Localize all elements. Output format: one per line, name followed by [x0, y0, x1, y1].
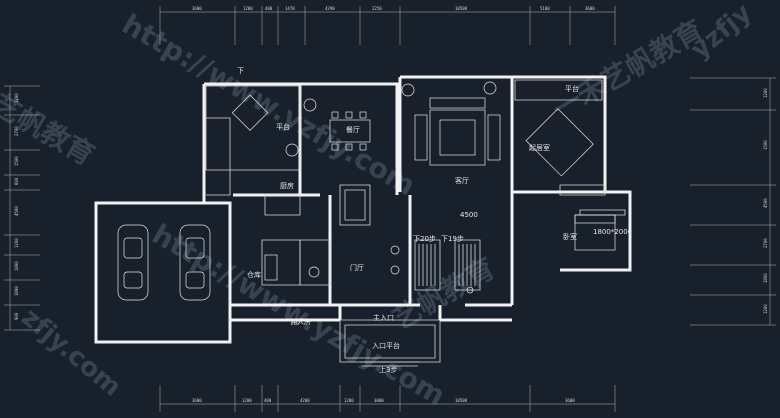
dim-bottom-6: 3000	[374, 398, 384, 403]
dim-top-1: 3600	[192, 6, 202, 11]
dim-bottom-5: 1200	[344, 398, 354, 403]
dim-left-4: 600	[14, 177, 19, 185]
watermark-frag-1: yzfjy	[685, 0, 757, 65]
dim-top-7: 10500	[455, 6, 468, 11]
thin-lines-layer	[205, 79, 626, 367]
dim-left-9: 900	[14, 312, 19, 320]
dim-right-5: 1800	[763, 273, 768, 283]
label-kitchen: 厨房	[280, 181, 294, 190]
dim-left-3: 1500	[14, 156, 19, 166]
dim-right-1: 1200	[763, 88, 768, 98]
dim-left-8: 1800	[14, 286, 19, 296]
label-bedroom: 卧室	[563, 232, 577, 241]
dimension-text-layer: 3600 1200 480 1470 4290 2250 10500 5100 …	[14, 6, 768, 403]
dim-top-8: 5100	[540, 6, 550, 11]
dimension-layer	[4, 6, 776, 412]
label-foyer: 门厅	[350, 263, 364, 272]
label-stair-down-19: 下19步	[441, 235, 464, 243]
label-entrance-terrace: 入口平台	[372, 341, 400, 350]
label-master-bedroom: 起居室	[529, 143, 550, 152]
watermark-url-1: http://www.yzfjy.com	[117, 7, 421, 202]
dim-bottom-1: 3600	[192, 398, 202, 403]
note-bed-size: 1800*2000	[593, 228, 632, 236]
label-worker-room: 佣人房	[290, 317, 311, 326]
label-terrace-right: 平台	[565, 84, 579, 93]
label-main-entrance: 主入口	[373, 313, 394, 322]
dim-bottom-7: 10500	[455, 398, 468, 403]
watermark-brand-1: 一禾艺帆教育	[547, 13, 709, 126]
label-living: 客厅	[455, 176, 469, 185]
furniture-layer	[117, 81, 616, 301]
dim-left-5: 4500	[14, 206, 19, 216]
dim-bottom-3: 480	[264, 398, 272, 403]
watermark-brand-3: 艺帆教育	[387, 251, 501, 336]
watermark-frag-2: zfjy.com	[16, 302, 127, 402]
dim-right-3: 4500	[763, 198, 768, 208]
dim-right-2: 1500	[763, 140, 768, 150]
dim-left-1: 1200	[14, 93, 19, 103]
dim-bottom-4: 4200	[300, 398, 310, 403]
label-storage: 仓库	[247, 270, 261, 279]
dim-left-6: 1200	[14, 238, 19, 248]
room-labels: 平台 餐厅 客厅 平台 起居室 厨房 仓库 门厅 佣人房 主入口 入口平台 卧室…	[237, 67, 632, 374]
label-stair-down-20: 下20步	[413, 235, 436, 243]
label-dining: 餐厅	[346, 125, 360, 134]
dim-right-6: 1200	[763, 304, 768, 314]
dim-top-6: 2250	[372, 6, 382, 11]
dim-left-2: 2700	[14, 126, 19, 136]
label-terrace-left: 平台	[276, 122, 290, 131]
dim-top-9: 3600	[585, 6, 595, 11]
dim-top-3: 480	[265, 6, 273, 11]
label-stair-up-3: 上3步	[379, 365, 397, 374]
dim-left-7: 1800	[14, 261, 19, 271]
dim-right-4: 2700	[763, 238, 768, 248]
dim-top-2: 1200	[243, 6, 253, 11]
label-stair-down-left: 下	[237, 67, 244, 75]
dim-bottom-2: 1200	[242, 398, 252, 403]
dim-top-4: 1470	[285, 6, 295, 11]
dim-bottom-8: 3600	[565, 398, 575, 403]
dim-top-5: 4290	[325, 6, 335, 11]
watermark-layer: http://www.yzfjy.com http://www.yzfjy.co…	[0, 0, 758, 412]
note-hall-dim: 4500	[460, 211, 478, 219]
walls-layer	[94, 75, 632, 344]
